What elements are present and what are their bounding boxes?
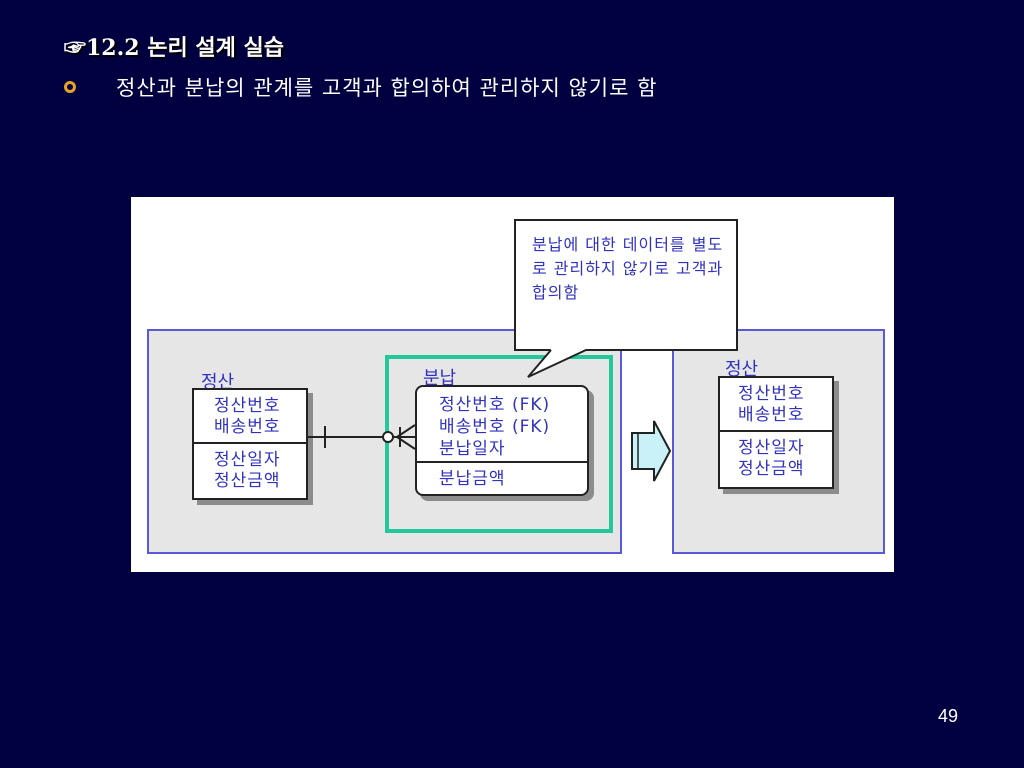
- entity-label-settlement: 정산: [201, 372, 235, 393]
- attribute: 정산번호: [214, 396, 281, 416]
- bullet-text: 정산과 분납의 관계를 고객과 합의하여 관리하지 않기로 함: [116, 76, 658, 100]
- entity-label-installment: 분납: [423, 368, 457, 389]
- attribute: 배송번호 (FK): [439, 417, 551, 437]
- attribute: 정산일자: [214, 450, 281, 470]
- callout-pointer: [527, 349, 587, 378]
- bullet-icon: [64, 81, 76, 93]
- entity-label-settlement-after: 정산: [725, 359, 759, 380]
- attribute: 분납금액: [439, 469, 506, 489]
- callout-box: 분납에 대한 데이터를 별도로 관리하지 않기로 고객과 합의함: [514, 219, 738, 351]
- attribute: 정산번호: [738, 384, 805, 404]
- attribute: 배송번호: [214, 417, 281, 437]
- attribute: 분납일자: [439, 439, 506, 459]
- attribute: 정산금액: [214, 471, 281, 491]
- entity-settlement-after: 정산번호 배송번호 정산일자 정산금액: [718, 376, 834, 489]
- attribute: 정산일자: [738, 438, 805, 458]
- erd-diagram: 정산 정산번호 배송번호 정산일자 정산금액 분납 정산번호 (FK) 배송번호…: [131, 197, 894, 572]
- highlight-box: [385, 355, 613, 533]
- slide-title: ☞12.2 논리 설계 실습: [64, 35, 285, 61]
- attribute: 배송번호: [738, 405, 805, 425]
- callout-text: 분납에 대한 데이터를 별도로 관리하지 않기로 고객과 합의함: [532, 235, 724, 302]
- relationship-line: [307, 424, 416, 450]
- attribute: 정산금액: [738, 459, 805, 479]
- entity-installment: 정산번호 (FK) 배송번호 (FK) 분납일자 분납금액: [415, 385, 589, 496]
- entity-settlement: 정산번호 배송번호 정산일자 정산금액: [192, 388, 308, 500]
- attribute: 정산번호 (FK): [439, 395, 551, 415]
- page-number: 49: [938, 706, 959, 726]
- right-arrow-icon: [631, 420, 672, 482]
